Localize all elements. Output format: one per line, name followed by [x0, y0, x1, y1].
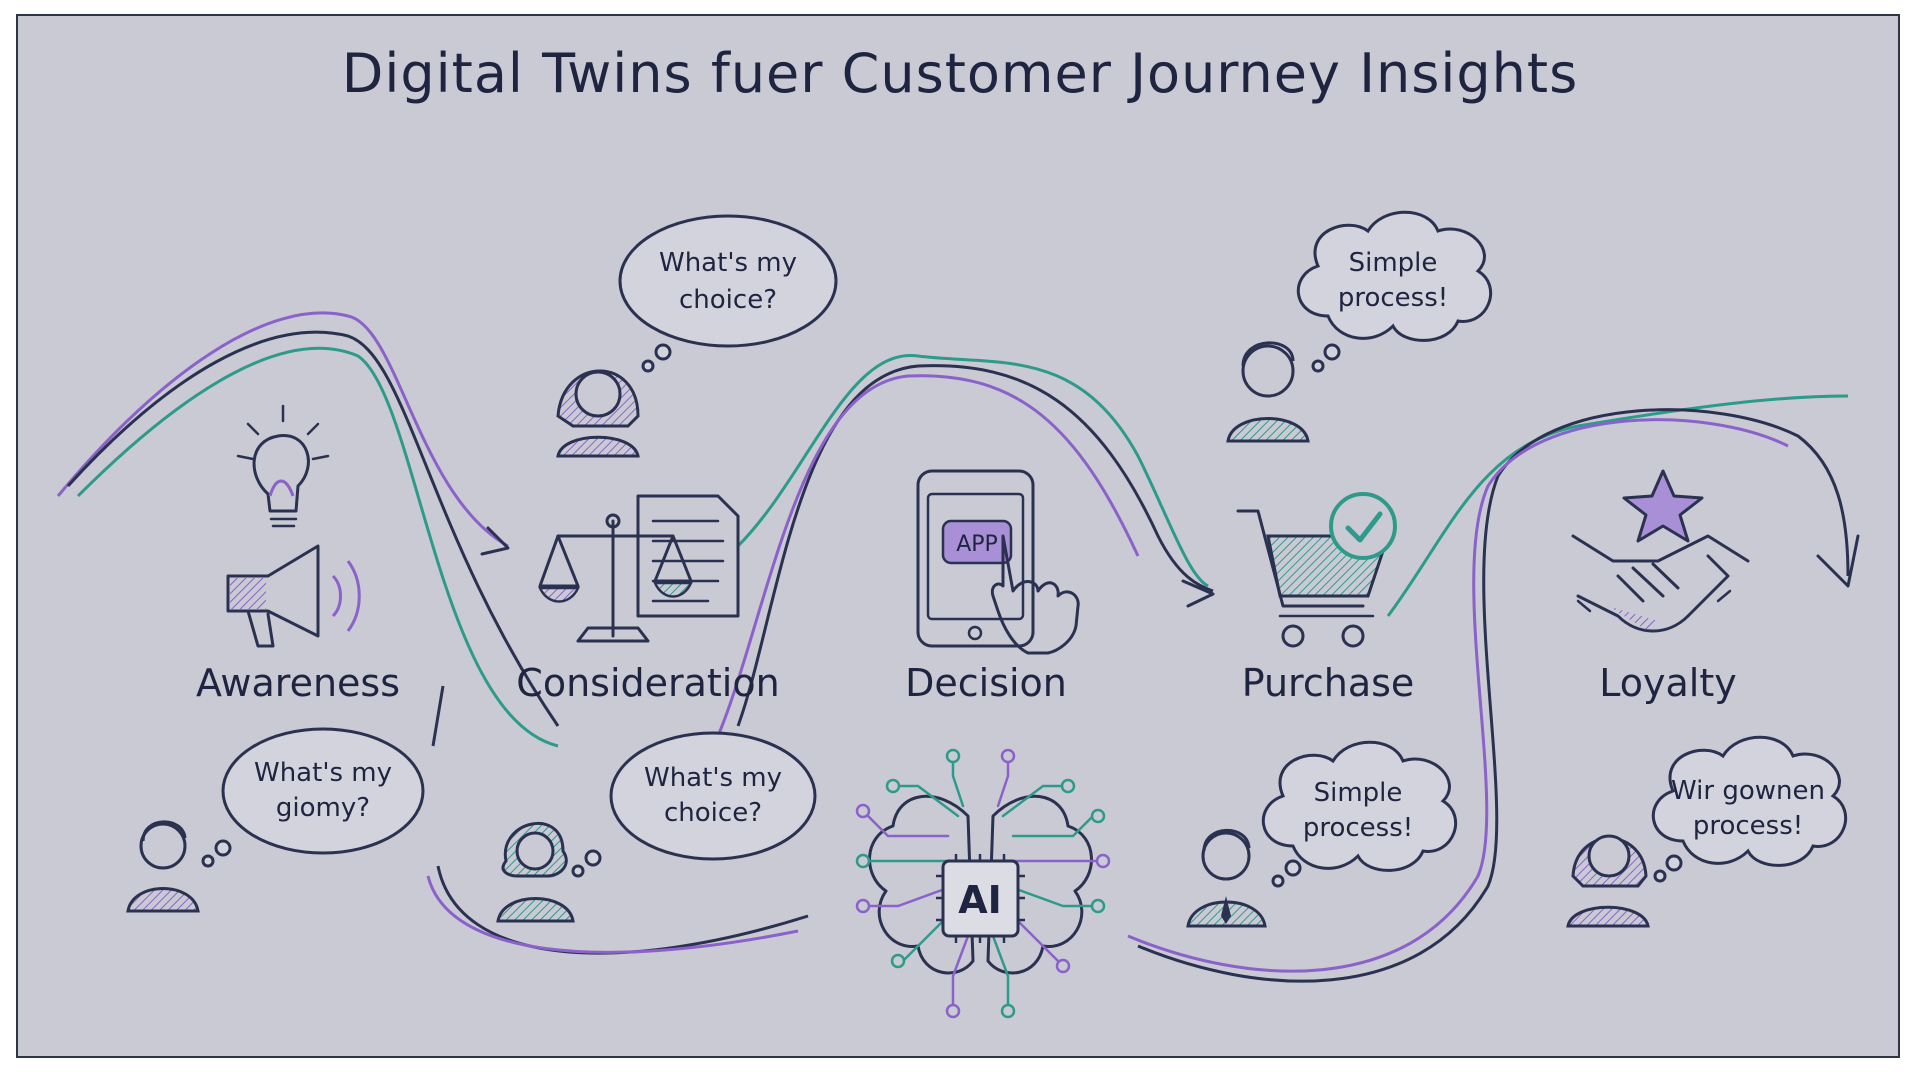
persona-loyalty-bottom: Wir gownen process!: [1566, 735, 1848, 928]
thought-bubble: [221, 727, 425, 855]
arrowhead-2: [1181, 579, 1215, 608]
man-avatar-icon: [126, 820, 200, 913]
journey-flow-lines: [56, 311, 1860, 983]
stage-label-consideration: Consideration: [516, 661, 779, 705]
thought-bubble: [618, 214, 838, 348]
scales-icon: [538, 513, 693, 643]
lightbulb-icon: [236, 404, 330, 528]
stage-label-decision: Decision: [905, 661, 1067, 705]
woman-avatar-icon: [1566, 834, 1650, 928]
bubble-text-line1: What's my: [644, 763, 782, 793]
stage-loyalty: Loyalty: [1571, 469, 1750, 705]
diagram-title: Digital Twins fuer Customer Journey Insi…: [342, 42, 1578, 105]
stage-label-awareness: Awareness: [196, 661, 400, 705]
bubble-text-line1: What's my: [254, 758, 392, 788]
thought-cloud: [1296, 210, 1493, 342]
cloud-text-line2: process!: [1303, 813, 1413, 843]
ai-chip-label: AI: [958, 878, 1002, 922]
whiteboard: Digital Twins fuer Customer Journey Insi…: [16, 14, 1900, 1058]
thought-cloud: [1651, 735, 1848, 867]
stage-label-loyalty: Loyalty: [1599, 661, 1736, 705]
thought-bubble: [609, 731, 817, 861]
stage-decision: APP Decision: [905, 469, 1080, 705]
star-icon: [1622, 469, 1704, 543]
bubble-text-line2: giomy?: [276, 793, 370, 823]
flow-line-ink-2: [736, 364, 1214, 727]
document-icon: [636, 494, 740, 618]
stage-awareness: Awareness: [196, 404, 400, 705]
cloud-text-line1: Simple: [1349, 248, 1438, 278]
ai-brain-circuit-icon: AI: [855, 748, 1111, 1019]
megaphone-icon: [226, 544, 361, 648]
flow-line-left-short: [431, 685, 445, 747]
flow-line-purple-2: [716, 374, 1140, 737]
cart-check-icon: [1236, 492, 1397, 648]
flow-line-bottom-left-purple: [426, 875, 799, 954]
cloud-text-line1: Simple: [1314, 778, 1403, 808]
persona-awareness-bottom: What's my giomy?: [126, 727, 425, 913]
bubble-text-line2: choice?: [664, 798, 762, 828]
persona-purchase-bottom: Simple process!: [1186, 740, 1458, 928]
man-tie-avatar-icon: [1186, 828, 1267, 928]
arrowhead-3: [1816, 534, 1860, 588]
persona-purchase-top: Simple process!: [1226, 210, 1493, 443]
bubble-text-line1: What's my: [659, 248, 797, 278]
arrowhead-1: [480, 526, 510, 556]
stage-label-purchase: Purchase: [1242, 661, 1415, 705]
journey-diagram: Digital Twins fuer Customer Journey Insi…: [56, 42, 1860, 1019]
woman-curly-avatar-icon: [496, 822, 575, 923]
flow-line-teal-3: [1386, 394, 1849, 617]
persona-consideration-top: What's my choice?: [556, 214, 838, 458]
flow-line-purple: [56, 311, 509, 548]
persona-consideration-bottom: What's my choice?: [496, 731, 817, 923]
thought-cloud: [1261, 740, 1458, 872]
flow-line-ink: [66, 330, 560, 727]
bubble-text-line2: choice?: [679, 285, 777, 315]
phone-app-tap-icon: APP: [916, 469, 1080, 655]
woman-avatar-icon: [556, 369, 640, 458]
stage-consideration: Consideration: [516, 494, 780, 705]
flow-line-ink-3: [1137, 408, 1850, 983]
flow-line-teal-2: [736, 354, 1209, 588]
cloud-text-line2: process!: [1693, 811, 1803, 841]
stage-purchase: Purchase: [1236, 492, 1415, 705]
cloud-text-line1: Wir gownen: [1671, 776, 1825, 806]
handshake-icon: [1571, 534, 1750, 633]
app-badge-text: APP: [956, 532, 998, 557]
cloud-text-line2: process!: [1338, 283, 1448, 313]
flow-line-teal: [76, 346, 559, 748]
man-avatar-icon: [1226, 341, 1310, 443]
flow-line-purple-3: [1127, 418, 1789, 973]
